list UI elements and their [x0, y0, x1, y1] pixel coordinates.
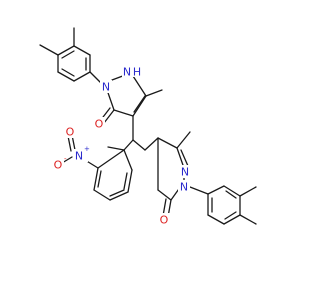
bottom-dimethylphenyl-ring — [207, 185, 257, 225]
molecule-svg: N H N O N + O - O N N O — [39, 27, 257, 227]
methyl-4-bottom — [239, 214, 257, 225]
atom-n-pyrazolone-b-ring: N — [181, 166, 189, 179]
atom-o-pyrazolone-a-carbonyl: O — [95, 118, 104, 131]
atom-n-pyrazolone-a-nh: N — [123, 66, 131, 79]
atom-o-pyrazolone-b-carbonyl: O — [160, 214, 169, 227]
atom-o-nitro-minus: O — [54, 159, 63, 172]
methyl-3-bottom — [239, 186, 257, 197]
nitro-minus-charge: - — [64, 155, 67, 163]
top-dimethylphenyl-ring — [39, 27, 91, 82]
pyrazolone-b-ring — [144, 131, 209, 218]
atom-n-pyrazolone-a-aryl: N — [102, 81, 110, 94]
atom-n-nitro: N — [75, 150, 83, 163]
atom-n-pyrazolone-b-aryl: N — [180, 181, 188, 194]
atom-o-nitro-double: O — [66, 126, 75, 139]
pyrazolone-a-ring — [99, 73, 163, 141]
molecule-structure-diagram: N H N O N + O - O N N O — [39, 27, 257, 227]
atom-h-pyrazolone-a: H — [133, 66, 141, 79]
nitrophenyl-ring — [84, 146, 133, 201]
central-methine — [123, 139, 146, 151]
nitro-plus-charge: + — [84, 145, 90, 153]
methyl-4-top — [39, 44, 59, 56]
